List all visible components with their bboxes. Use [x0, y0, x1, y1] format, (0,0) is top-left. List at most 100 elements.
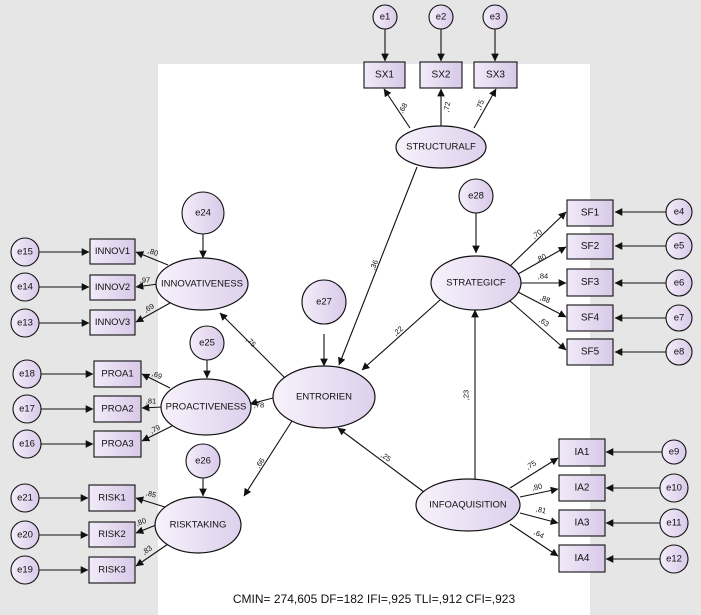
svg-text:INNOV1: INNOV1: [95, 246, 130, 257]
path-strategicf-sf2: [517, 246, 567, 275]
error-e9: e9: [661, 439, 687, 465]
svg-text:IA2: IA2: [574, 483, 589, 494]
coef-innov2: ,97: [140, 276, 150, 285]
svg-text:PROA3: PROA3: [101, 439, 133, 450]
path-innovativeness-innov3: [135, 302, 171, 323]
svg-text:e25: e25: [199, 338, 215, 349]
svg-text:INNOV2: INNOV2: [95, 282, 130, 293]
svg-text:SF4: SF4: [581, 313, 600, 324]
coef-sf2: ,80: [534, 252, 547, 265]
svg-text:e15: e15: [17, 247, 33, 258]
observed-risk2: RISK2: [88, 521, 136, 548]
svg-text:RISK2: RISK2: [98, 529, 125, 540]
path-strategicf-sf1: [509, 211, 567, 267]
path-innovativeness-innov2: [135, 282, 159, 290]
svg-text:e20: e20: [17, 530, 33, 541]
path-entrorien-proactiveness: [249, 397, 274, 406]
svg-text:RISKTAKING: RISKTAKING: [170, 520, 227, 531]
observed-innov2: INNOV2: [89, 274, 136, 301]
error-e4: e4: [665, 198, 693, 226]
fit-indices: CMIN= 274,605 DF=182 IFI=,925 TLI=,912 C…: [233, 592, 516, 606]
observed-proa3: PROA3: [93, 430, 142, 458]
coef-risk2: ,80: [135, 516, 148, 528]
path-infoaquisition-ia4: [509, 523, 559, 557]
observed-innov1: INNOV1: [89, 238, 136, 265]
svg-text:SF5: SF5: [581, 347, 600, 358]
observed-risk1: RISK1: [88, 484, 136, 512]
path-entrorien-risktaking: [243, 420, 293, 497]
coef-proa2: ,81: [146, 397, 156, 406]
path-infoaquisition-entrorien: [337, 427, 429, 496]
error-e21: e21: [10, 483, 40, 513]
coef-proa1: ,69: [150, 369, 163, 381]
error-e19: e19: [10, 555, 40, 585]
observed-ia4: IA4: [558, 544, 606, 573]
coef-sf4: ,88: [539, 293, 552, 305]
error-e26: e26: [185, 443, 221, 479]
svg-text:e13: e13: [17, 318, 33, 329]
svg-text:SX1: SX1: [375, 70, 394, 81]
svg-text:IA1: IA1: [574, 447, 589, 458]
latent-entrorien: ENTRORIEN: [272, 365, 376, 429]
observed-sx3: SX3: [473, 61, 518, 89]
latent-risktaking: RISKTAKING: [154, 496, 242, 554]
svg-text:e17: e17: [19, 404, 35, 415]
latent-strategicf: STRATEGICF: [430, 255, 522, 311]
error-e18: e18: [12, 359, 42, 389]
error-e28: e28: [458, 178, 494, 214]
error-e8: e8: [665, 338, 693, 366]
svg-text:SF2: SF2: [581, 241, 600, 252]
svg-text:e6: e6: [674, 278, 685, 289]
error-e10: e10: [659, 473, 689, 503]
svg-text:e5: e5: [674, 241, 685, 252]
svg-text:PROACTIVENESS: PROACTIVENESS: [166, 402, 247, 413]
svg-text:ENTRORIEN: ENTRORIEN: [296, 392, 352, 403]
path-strategicf-sf4: [517, 291, 567, 318]
coef-sx2: ,72: [442, 101, 453, 113]
observed-sf1: SF1: [566, 199, 614, 227]
latent-structuralf: STRUCTURALF: [395, 125, 487, 169]
error-e11: e11: [659, 508, 689, 538]
svg-text:e24: e24: [195, 208, 211, 219]
coef-innov1: ,80: [147, 246, 160, 258]
error-e25: e25: [189, 325, 225, 361]
observed-sx2: SX2: [419, 61, 463, 89]
coef-sf3: ,84: [538, 272, 548, 281]
path-proactiveness-proa2: [141, 403, 163, 412]
svg-text:PROA1: PROA1: [101, 369, 133, 380]
svg-text:e27: e27: [316, 297, 332, 308]
latent-innovativeness: INNOVATIVENESS: [155, 257, 249, 311]
observed-innov3: INNOV3: [89, 309, 136, 336]
latent-infoaquisition: INFOAQUISITION: [415, 478, 521, 532]
error-e6: e6: [665, 269, 693, 297]
svg-text:e4: e4: [674, 207, 685, 218]
coef-entr-proa: ,78: [254, 401, 264, 410]
path-infoaquisition-ia2: [519, 486, 559, 498]
error-e1: e1: [372, 4, 398, 30]
svg-text:e3: e3: [490, 12, 501, 23]
observed-sx1: SX1: [363, 61, 406, 89]
svg-text:IA3: IA3: [574, 518, 589, 529]
svg-text:e26: e26: [195, 456, 211, 467]
error-e12: e12: [659, 544, 689, 574]
svg-text:IA4: IA4: [574, 553, 589, 564]
svg-text:e18: e18: [19, 369, 35, 380]
coef-proa3: ,79: [148, 423, 161, 436]
svg-text:SX3: SX3: [486, 70, 505, 81]
error-e17: e17: [12, 394, 42, 424]
svg-text:e28: e28: [468, 191, 484, 202]
observed-ia1: IA1: [558, 438, 606, 467]
svg-text:STRATEGICF: STRATEGICF: [446, 278, 506, 289]
error-e14: e14: [10, 272, 40, 302]
svg-text:e21: e21: [17, 493, 33, 504]
svg-text:e9: e9: [669, 447, 680, 458]
path-proactiveness-proa1: [141, 373, 171, 389]
path-innovativeness-innov1: [135, 251, 169, 266]
svg-text:e14: e14: [17, 282, 33, 293]
svg-text:INNOVATIVENESS: INNOVATIVENESS: [161, 279, 243, 290]
svg-text:e10: e10: [666, 483, 682, 494]
svg-text:e16: e16: [19, 439, 35, 450]
svg-text:e11: e11: [666, 518, 681, 529]
